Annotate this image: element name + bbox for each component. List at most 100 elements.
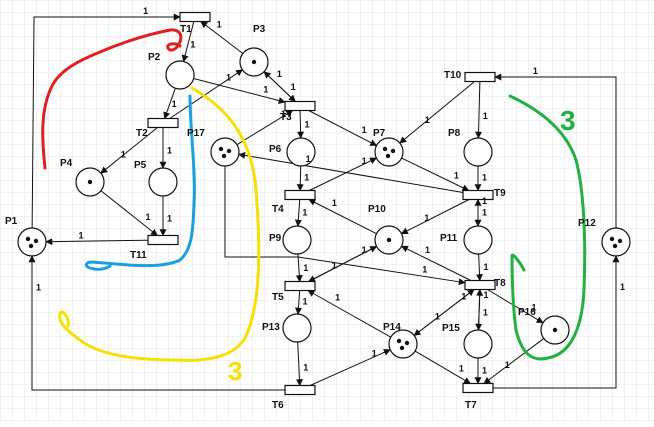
transition-t11[interactable] — [147, 234, 179, 246]
arc-t1-p2 — [181, 21, 195, 63]
arc-weight-label: 1 — [121, 149, 126, 159]
transition-t5[interactable] — [284, 280, 316, 292]
arc-t6-p1 — [28, 255, 285, 391]
arc-weight-label: 1 — [146, 212, 151, 222]
arc-weight-label: 1 — [422, 264, 427, 274]
arc-weight-label: 1 — [372, 349, 377, 359]
arc-weight-label: 1 — [620, 282, 625, 292]
arc-weight-label: 1 — [435, 312, 440, 322]
place-p11[interactable] — [463, 225, 493, 255]
transition-label-t10: T10 — [444, 70, 462, 81]
arc-weight-label: 1 — [302, 208, 307, 218]
token-dot — [221, 153, 227, 159]
arc-weight-label: 1 — [531, 302, 536, 312]
place-label-p12: P12 — [578, 218, 596, 229]
token-dot — [396, 338, 402, 344]
token-dot — [609, 236, 615, 242]
transition-t2[interactable] — [147, 117, 179, 129]
place-p13[interactable] — [282, 313, 312, 343]
arc-p6-t4 — [296, 165, 304, 192]
transition-label-t9: T9 — [494, 188, 506, 199]
arc-weight-label: 1 — [303, 362, 308, 372]
arc-weight-label: 1 — [425, 115, 430, 125]
place-label-p7: P7 — [373, 128, 386, 139]
arc-p9-t5 — [295, 253, 303, 283]
arc-p1-t1 — [31, 13, 181, 229]
transition-t7[interactable] — [462, 382, 494, 394]
arc-weight-label: 1 — [217, 19, 222, 29]
token-dot — [390, 148, 396, 154]
token-dot — [612, 243, 618, 249]
arc-weight-label: 1 — [482, 208, 487, 218]
arc-t7-p12 — [493, 255, 620, 389]
arc-weight-label: 1 — [483, 111, 488, 121]
arc-weight-label: 1 — [36, 283, 41, 293]
arc-weight-label: 1 — [461, 291, 466, 301]
arc-p7-t9 — [401, 157, 470, 191]
arc-weight-label: 1 — [291, 82, 296, 92]
place-label-p8: P8 — [448, 128, 461, 139]
place-p14[interactable] — [388, 329, 418, 359]
token-dot — [386, 237, 392, 243]
arc-t2-p3 — [169, 69, 243, 119]
token-dot — [33, 238, 39, 244]
arc-t2-p4 — [100, 127, 158, 174]
place-p1[interactable] — [17, 227, 47, 257]
transition-t4[interactable] — [284, 189, 316, 201]
arc-t8-p16 — [487, 289, 544, 324]
place-p5[interactable] — [148, 167, 178, 197]
arc-p3-t3 — [263, 71, 296, 102]
token-dot — [25, 236, 31, 242]
place-p17[interactable] — [210, 137, 240, 167]
place-p2[interactable] — [165, 60, 195, 90]
place-p8[interactable] — [463, 137, 493, 167]
place-label-p1: P1 — [5, 216, 18, 227]
annotation-yellow-number: 3 — [228, 356, 242, 386]
transition-t6[interactable] — [284, 384, 316, 396]
transition-t1[interactable] — [179, 11, 211, 23]
arc-weight-label: 1 — [167, 213, 172, 223]
token-dot — [399, 345, 405, 351]
arc-weight-label: 1 — [533, 66, 538, 76]
token-dot — [404, 340, 410, 346]
arc-weight-label: 1 — [281, 109, 286, 119]
arc-p12-t10 — [494, 73, 617, 228]
token-dot — [218, 146, 224, 152]
place-p9[interactable] — [282, 225, 312, 255]
arc-t5-p13 — [294, 290, 302, 315]
place-label-p16: P16 — [518, 307, 536, 318]
place-p6[interactable] — [286, 137, 316, 167]
transition-label-t7: T7 — [465, 400, 477, 411]
place-p12[interactable] — [601, 227, 631, 257]
arc-weight-label: 1 — [79, 230, 84, 240]
token-dot — [28, 243, 34, 249]
transition-label-t5: T5 — [272, 292, 284, 303]
transition-t8[interactable] — [464, 279, 496, 291]
arc-t10-p8 — [475, 81, 483, 139]
arc-p3-t1 — [200, 21, 244, 54]
arc-weight-label: 1 — [362, 125, 367, 135]
place-label-p3: P3 — [253, 24, 266, 35]
arcs-layer — [28, 13, 620, 391]
arc-p14-t5 — [307, 290, 392, 338]
transition-t9[interactable] — [462, 189, 494, 201]
arc-weight-label: 1 — [482, 365, 487, 375]
place-p15[interactable] — [463, 329, 493, 359]
transition-label-t11: T11 — [130, 250, 147, 261]
transition-t3[interactable] — [284, 100, 316, 112]
transition-t10[interactable] — [464, 71, 496, 83]
arc-weight-label: 1 — [483, 262, 488, 272]
arc-p17-t8 — [224, 166, 466, 286]
arc-weight-label: 1 — [459, 363, 464, 373]
arc-t3-p7 — [308, 110, 378, 147]
arc-weight-label: 1 — [454, 170, 459, 180]
place-label-p14: P14 — [383, 322, 401, 333]
place-label-p11: P11 — [440, 233, 458, 244]
place-label-p6: P6 — [269, 144, 282, 155]
place-p7[interactable] — [374, 137, 404, 167]
